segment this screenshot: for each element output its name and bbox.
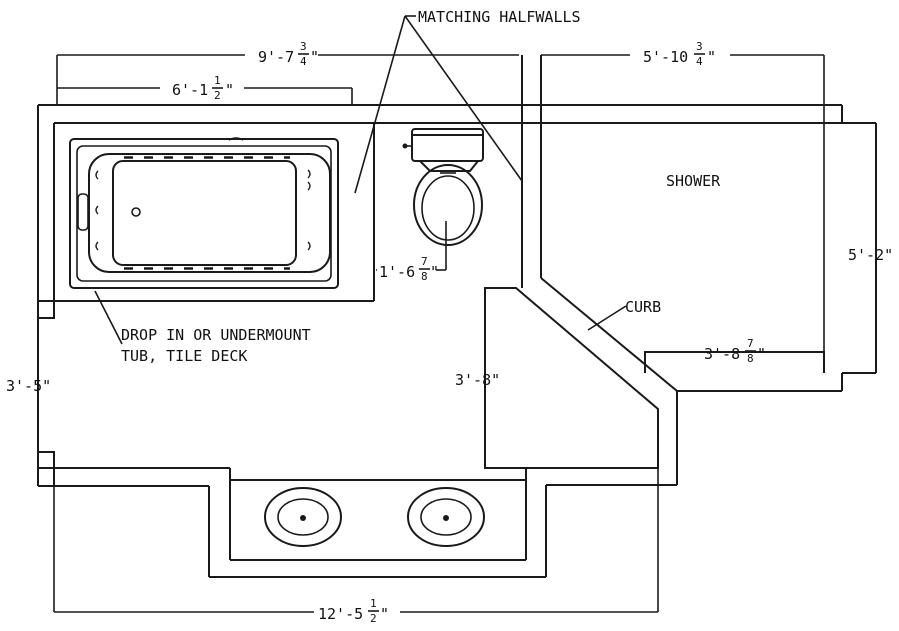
tub-deck xyxy=(54,123,375,302)
svg-text:7: 7 xyxy=(421,255,428,268)
svg-text:8: 8 xyxy=(421,270,428,283)
svg-text:12'-5: 12'-5 xyxy=(318,605,363,623)
label-curb: CURB xyxy=(625,298,661,316)
label-tub-line1: DROP IN OR UNDERMOUNT xyxy=(121,326,311,344)
shower-curb xyxy=(644,351,825,373)
svg-text:8: 8 xyxy=(747,352,754,365)
toilet-bowl xyxy=(413,164,483,246)
label-tub-line2: TUB, TILE DECK xyxy=(121,347,247,365)
svg-text:2: 2 xyxy=(214,89,221,102)
sink-left xyxy=(264,487,342,547)
svg-text:3: 3 xyxy=(300,40,307,53)
bathtub xyxy=(69,137,339,289)
sink-right xyxy=(407,487,485,547)
vanity-counter xyxy=(229,467,527,561)
svg-text:7: 7 xyxy=(747,337,754,350)
svg-text:": " xyxy=(430,263,439,281)
dim-left-height: 3'-5" xyxy=(6,377,51,395)
dim-bottom-overall: 12'-5 1 2 " xyxy=(318,597,389,625)
svg-text:": " xyxy=(707,48,716,66)
dim-right-height: 5'-2" xyxy=(848,246,893,264)
dim-top-shower: 5'-10 3 4 " xyxy=(643,40,716,68)
svg-text:5'-10: 5'-10 xyxy=(643,48,688,66)
svg-text:": " xyxy=(225,81,234,99)
svg-text:9'-7: 9'-7 xyxy=(258,48,294,66)
door-jamb-bottom xyxy=(37,451,55,469)
dim-top-overall: 9'-7 3 4 " xyxy=(258,40,319,68)
svg-text:4: 4 xyxy=(300,55,307,68)
svg-text:1: 1 xyxy=(214,74,221,87)
svg-text:6'-1: 6'-1 xyxy=(172,81,208,99)
dim-shower-depth: 3'-8 7 8 " xyxy=(704,337,766,365)
label-matching-halfwalls: MATCHING HALFWALLS xyxy=(418,8,581,26)
tub-faucet xyxy=(77,193,89,231)
dim-curb-height: 3'-8" xyxy=(455,371,500,389)
shower-walls xyxy=(484,55,825,469)
outer-walls xyxy=(37,104,877,578)
svg-text:1'-6: 1'-6 xyxy=(379,263,415,281)
toilet xyxy=(402,128,484,246)
dimension-lines xyxy=(37,54,825,613)
door-jamb-top xyxy=(37,300,55,319)
svg-text:3: 3 xyxy=(696,40,703,53)
dim-top-tub: 6'-1 1 2 " xyxy=(172,74,234,102)
toilet-tank xyxy=(411,128,484,162)
tub-drain xyxy=(131,207,141,217)
svg-text:": " xyxy=(380,605,389,623)
svg-text:2: 2 xyxy=(370,612,377,625)
svg-text:1: 1 xyxy=(370,597,377,610)
svg-text:": " xyxy=(757,345,766,363)
dim-toilet-clear: 1'-6 7 8 " xyxy=(379,255,439,283)
svg-text:": " xyxy=(310,48,319,66)
svg-text:4: 4 xyxy=(696,55,703,68)
svg-text:3'-8: 3'-8 xyxy=(704,345,740,363)
leader-lines xyxy=(94,15,627,345)
label-shower: SHOWER xyxy=(666,172,721,190)
